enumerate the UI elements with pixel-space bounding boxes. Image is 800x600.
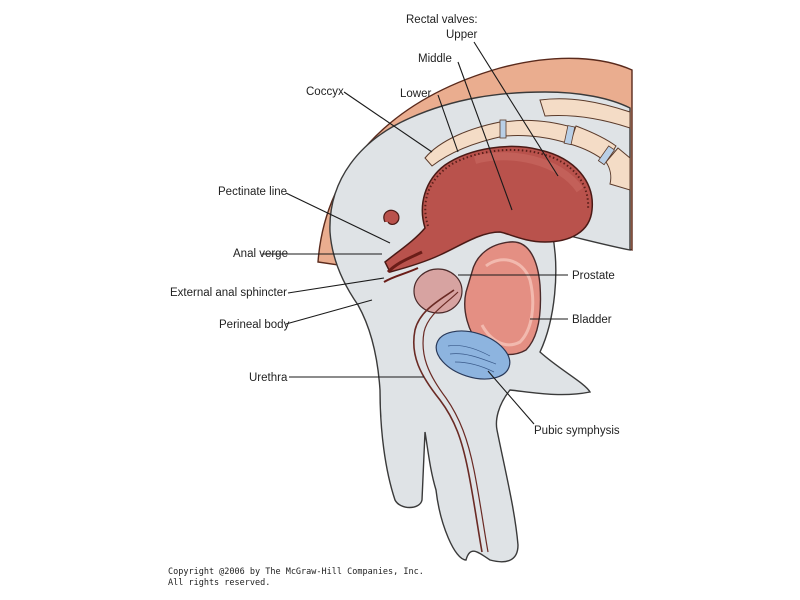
label-pectinate-line: Pectinate line (218, 186, 287, 198)
copyright-notice: Copyright @2006 by The McGraw-Hill Compa… (168, 567, 424, 589)
label-urethra: Urethra (249, 372, 288, 384)
label-external-anal-sphincter: External anal sphincter (170, 287, 287, 299)
urethra (413, 289, 483, 553)
pubic-symphysis (435, 330, 511, 380)
label-upper-valve: Upper (446, 29, 477, 41)
leader-lines (262, 41, 568, 425)
label-bladder: Bladder (572, 314, 612, 326)
copyright-line-2: All rights reserved. (168, 578, 271, 588)
label-coccyx: Coccyx (306, 86, 344, 98)
label-prostate: Prostate (572, 270, 615, 282)
label-perineal-body: Perineal body (219, 319, 290, 331)
pubic-symphysis-texture (447, 345, 497, 373)
prostate (413, 268, 463, 314)
label-middle-valve: Middle (418, 53, 452, 65)
rectum (384, 145, 593, 273)
label-rectal-valves: Rectal valves: (406, 14, 478, 26)
label-pubic-symphysis: Pubic symphysis (534, 425, 620, 437)
label-anal-verge: Anal verge (233, 248, 288, 260)
label-lower-valve: Lower (400, 88, 431, 100)
copyright-line-1: Copyright @2006 by The McGraw-Hill Compa… (168, 567, 424, 577)
